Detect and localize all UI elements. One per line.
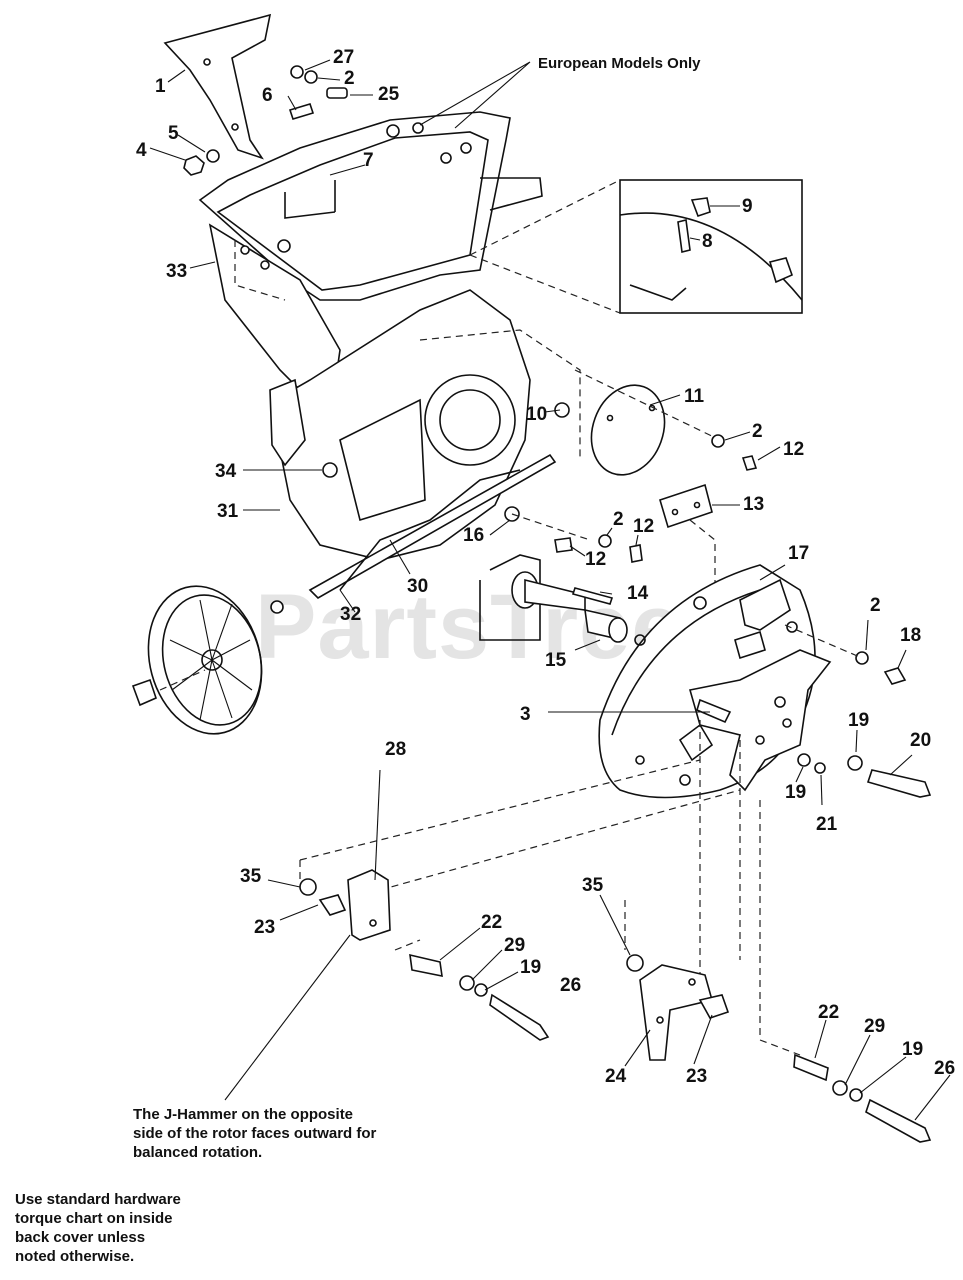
label-12-cover: 12 bbox=[783, 439, 804, 460]
label-27: 27 bbox=[333, 47, 354, 68]
label-16: 16 bbox=[463, 525, 484, 546]
label-19-lower: 19 bbox=[785, 782, 806, 803]
label-35-right: 35 bbox=[582, 875, 604, 896]
torque-note-line: torque chart on inside bbox=[15, 1210, 173, 1227]
leader-lines bbox=[149, 59, 951, 1121]
torque-note-line: noted otherwise. bbox=[15, 1248, 135, 1265]
label-34: 34 bbox=[215, 461, 237, 482]
label-33: 33 bbox=[166, 261, 187, 282]
label-31: 31 bbox=[217, 501, 239, 522]
label-32: 32 bbox=[340, 604, 361, 625]
label-25: 25 bbox=[378, 84, 400, 105]
label-12-mid: 12 bbox=[633, 516, 654, 537]
label-23-left: 23 bbox=[254, 917, 275, 938]
label-15: 15 bbox=[545, 650, 567, 671]
shaft-part bbox=[479, 554, 628, 643]
rotor-disk-part bbox=[598, 564, 832, 799]
label-2-mid: 2 bbox=[613, 509, 624, 530]
label-18: 18 bbox=[900, 625, 921, 646]
label-26-left: 26 bbox=[560, 975, 581, 996]
label-35-left: 35 bbox=[240, 866, 262, 887]
axle-part bbox=[308, 453, 557, 599]
label-26-right: 26 bbox=[934, 1058, 955, 1079]
jhammer-note-line: balanced rotation. bbox=[133, 1144, 263, 1161]
torque-note-line: Use standard hardware bbox=[15, 1191, 181, 1208]
label-13: 13 bbox=[743, 494, 764, 515]
label-8: 8 bbox=[702, 231, 713, 252]
label-30: 30 bbox=[407, 576, 428, 597]
hopper-part bbox=[198, 111, 543, 422]
label-23-right: 23 bbox=[686, 1066, 707, 1087]
label-19-left: 19 bbox=[520, 957, 541, 978]
hopper-bracket-part bbox=[163, 13, 272, 160]
label-22-left: 22 bbox=[481, 912, 502, 933]
label-2-cover: 2 bbox=[752, 421, 763, 442]
label-19-rotor: 19 bbox=[848, 710, 869, 731]
jhammer-note-line: side of the rotor faces outward for bbox=[133, 1125, 377, 1142]
label-20: 20 bbox=[910, 730, 931, 751]
label-7: 7 bbox=[363, 150, 374, 171]
label-29-right: 29 bbox=[864, 1016, 885, 1037]
j-hammer-part bbox=[224, 769, 550, 1101]
jhammer-note: The J-Hammer on the opposite side of the… bbox=[133, 1105, 376, 1162]
label-29-left: 29 bbox=[504, 935, 525, 956]
european-inset-part bbox=[469, 179, 803, 314]
rotor-hardware bbox=[784, 624, 932, 798]
lower-pin-group bbox=[793, 1053, 932, 1143]
torque-note: Use standard hardware torque chart on in… bbox=[15, 1190, 181, 1266]
label-19-right: 19 bbox=[902, 1039, 923, 1060]
jhammer-note-line: The J-Hammer on the opposite bbox=[133, 1106, 354, 1123]
label-14: 14 bbox=[627, 583, 649, 604]
label-17: 17 bbox=[788, 543, 809, 564]
cover-hardware bbox=[504, 434, 758, 563]
wheel-part bbox=[131, 585, 284, 735]
label-12-lower: 12 bbox=[585, 549, 606, 570]
label-9: 9 bbox=[742, 196, 753, 217]
label-3: 3 bbox=[520, 704, 531, 725]
label-22-right: 22 bbox=[818, 1002, 839, 1023]
label-10: 10 bbox=[526, 404, 547, 425]
label-5: 5 bbox=[168, 123, 179, 144]
torque-note-line: back cover unless bbox=[15, 1229, 146, 1246]
top-hardware bbox=[183, 65, 348, 176]
label-2-rotor: 2 bbox=[870, 595, 881, 616]
part-number-labels: 1 27 2 25 6 5 4 7 33 9 8 11 10 2 12 34 3… bbox=[136, 47, 955, 1087]
label-21: 21 bbox=[816, 814, 838, 835]
label-1: 1 bbox=[155, 76, 166, 97]
label-11: 11 bbox=[684, 386, 705, 407]
label-2-top: 2 bbox=[344, 68, 355, 89]
label-6: 6 bbox=[262, 85, 273, 106]
cover-plate-part bbox=[574, 369, 721, 476]
label-4: 4 bbox=[136, 140, 147, 161]
european-models-callout: European Models Only bbox=[538, 55, 701, 72]
label-28: 28 bbox=[385, 739, 406, 760]
hammer-bracket-part bbox=[626, 954, 730, 1061]
label-24: 24 bbox=[605, 1066, 627, 1087]
